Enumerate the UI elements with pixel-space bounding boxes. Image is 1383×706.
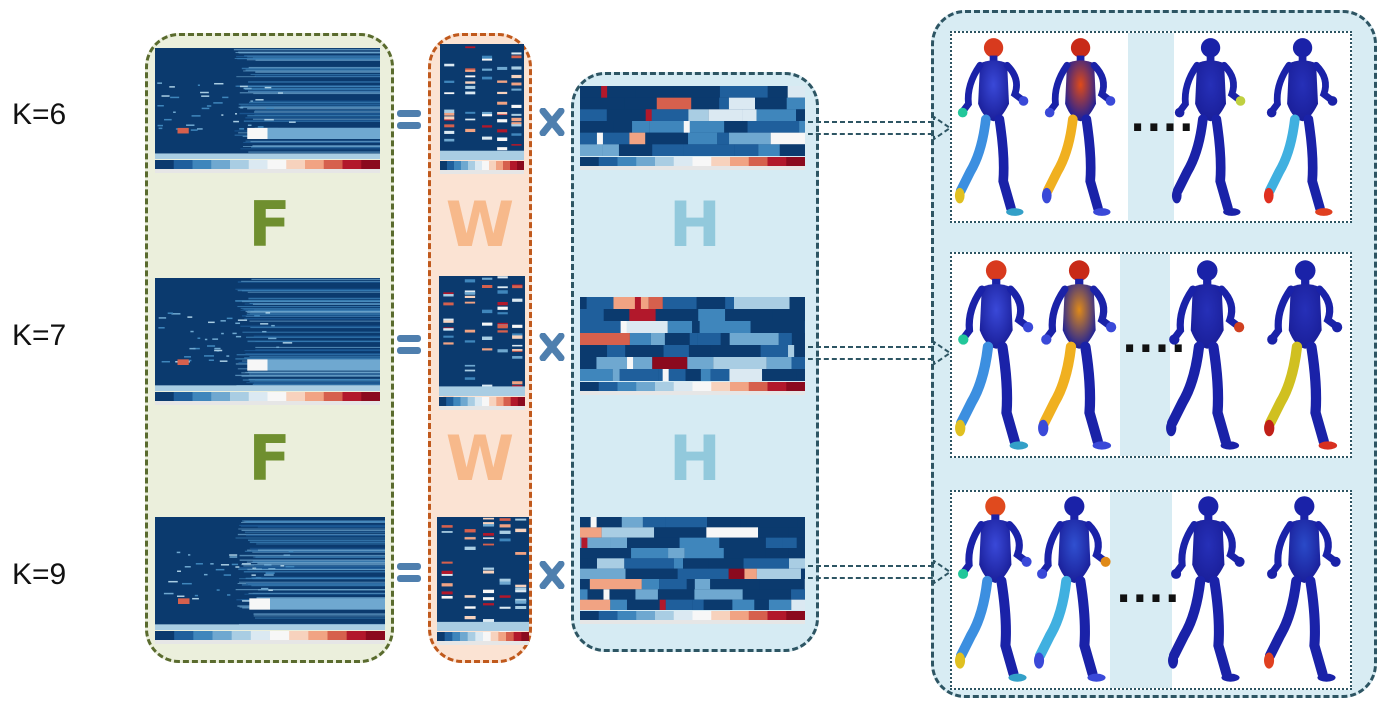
multiply-sign-icon	[539, 333, 565, 361]
body-figure-icon	[1263, 38, 1338, 216]
body-frame-k9: ....	[950, 490, 1352, 690]
body-figure-icon	[1034, 496, 1111, 682]
body-figure-icon	[1264, 496, 1341, 682]
f-letter-lower: F	[248, 422, 291, 495]
f-letter-upper: F	[248, 188, 291, 261]
multiply-sign-icon	[539, 108, 565, 136]
equals-sign-icon	[397, 563, 421, 582]
h-heatmap-k6	[580, 86, 805, 170]
w-letter-upper: W	[445, 188, 515, 261]
body-figure-icon	[955, 496, 1032, 682]
dashed-arrow-icon	[808, 341, 952, 365]
dashed-arrow-icon	[808, 116, 952, 140]
h-letter-lower: H	[669, 422, 721, 495]
body-frame-k6: ....	[950, 31, 1352, 223]
equals-sign-icon	[397, 110, 421, 129]
row-label-k7: K=7	[12, 319, 67, 352]
dashed-arrow-icon	[808, 560, 952, 584]
body-frame-k7: ....	[950, 252, 1352, 458]
row-label-k9: K=9	[12, 558, 67, 591]
body-figure-icon	[1264, 260, 1343, 450]
body-figure-icon	[954, 38, 1029, 216]
w-heatmap-k6	[440, 44, 524, 174]
f-heatmap-k9	[155, 517, 385, 644]
body-figure-icon	[1038, 260, 1117, 450]
row-label-k6: K=6	[12, 98, 67, 131]
equals-sign-icon	[397, 335, 421, 354]
w-heatmap-k9	[437, 517, 529, 645]
h-heatmap-k9	[580, 517, 805, 624]
body-figure-icon	[1168, 496, 1245, 682]
multiply-sign-icon	[539, 561, 565, 589]
h-letter-upper: H	[669, 188, 721, 261]
body-figure-icon	[1166, 260, 1245, 450]
w-letter-lower: W	[445, 422, 515, 495]
f-heatmap-k7	[155, 278, 380, 405]
body-figure-icon	[1171, 38, 1246, 216]
body-figure-icon	[955, 260, 1034, 450]
h-heatmap-k7	[580, 297, 805, 395]
ellipsis: ....	[1116, 566, 1181, 612]
f-heatmap-k6	[155, 48, 380, 173]
body-figure-icon	[1041, 38, 1116, 216]
w-heatmap-k7	[439, 276, 525, 410]
